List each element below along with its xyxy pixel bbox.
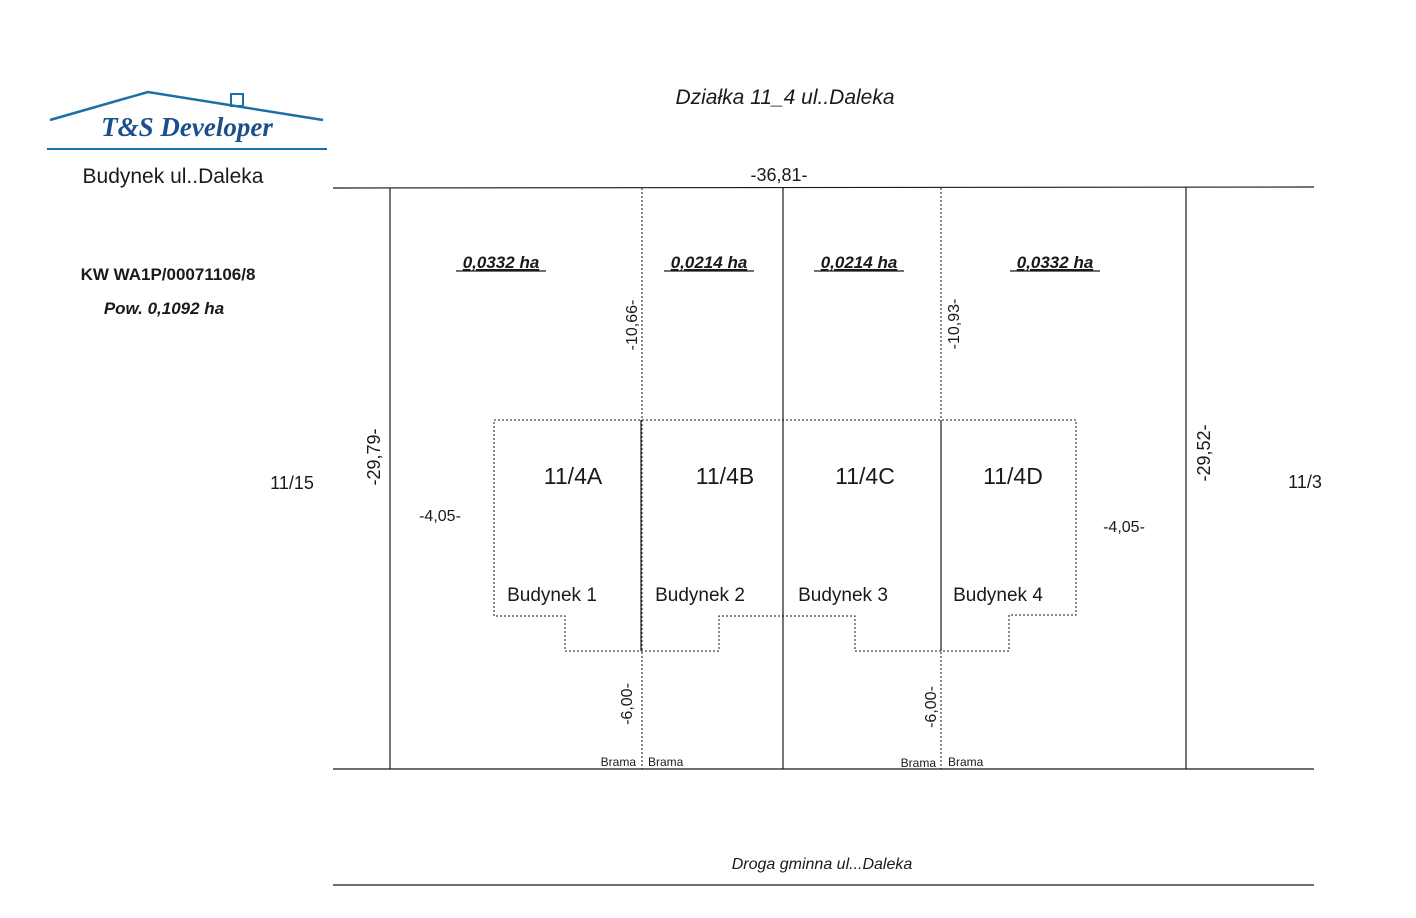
right-depth-dimension: -29,52- — [1194, 424, 1214, 481]
plot-id-b: 11/4B — [696, 463, 754, 489]
roof-line — [49, 90, 324, 122]
building-footprint — [493, 419, 1077, 652]
plot-id-a: 11/4A — [544, 463, 603, 489]
top-boundary — [332, 186, 1315, 189]
gate-label-4: Brama — [948, 755, 984, 769]
left-setback-dimension: -4,05- — [419, 508, 461, 525]
building-label-2: Budynek 2 — [655, 585, 745, 606]
divider-2-depth-dimension: -10,93- — [946, 299, 963, 350]
road-label: Droga gminna ul...Daleka — [732, 856, 913, 873]
gate-labels: Brama Brama Brama Brama — [601, 755, 984, 770]
logo-brand-text: T&S Developer — [101, 112, 273, 142]
chimney-icon — [230, 93, 244, 107]
plot-area-c: 0,0214 ha — [821, 253, 898, 272]
right-setback-dimension: -4,05- — [1103, 519, 1145, 536]
plot-id-labels: 11/4A 11/4B 11/4C 11/4D — [544, 463, 1043, 489]
top-width-dimension: -36,81- — [750, 165, 807, 185]
page-title: Działka 11_4 ul..Daleka — [675, 86, 894, 109]
plot-dividers — [641, 188, 942, 769]
logo-subtitle: Budynek ul..Daleka — [83, 165, 264, 188]
gate-label-3: Brama — [901, 756, 937, 770]
gate-1-width-dimension: -6,00- — [619, 683, 636, 725]
gate-2-width-dimension: -6,00- — [923, 686, 940, 728]
land-register-number: KW WA1P/00071106/8 — [81, 265, 256, 284]
building-labels: Budynek 1 Budynek 2 Budynek 3 Budynek 4 — [507, 585, 1043, 606]
building-outline — [493, 419, 1077, 652]
parcel-boundaries — [332, 186, 1315, 886]
plot-id-c: 11/4C — [835, 463, 895, 489]
left-depth-dimension: -29,79- — [364, 428, 384, 485]
plot-area-a: 0,0332 ha — [463, 253, 540, 272]
neighbor-parcel-left: 11/15 — [270, 473, 314, 493]
divider-1-depth-dimension: -10,66- — [624, 300, 641, 351]
plot-area-labels: 0,0332 ha 0,0214 ha 0,0214 ha 0,0332 ha — [463, 253, 1094, 272]
plot-area-d: 0,0332 ha — [1017, 253, 1094, 272]
building-label-1: Budynek 1 — [507, 585, 597, 606]
gate-label-2: Brama — [648, 755, 684, 769]
neighbor-parcel-right: 11/3 — [1288, 472, 1322, 492]
total-area: Pow. 0,1092 ha — [104, 299, 224, 318]
building-label-3: Budynek 3 — [798, 585, 888, 606]
plot-area-b: 0,0214 ha — [671, 253, 748, 272]
building-label-4: Budynek 4 — [953, 585, 1043, 606]
gate-label-1: Brama — [601, 755, 637, 769]
company-logo: T&S Developer — [47, 90, 327, 150]
plot-id-d: 11/4D — [983, 463, 1043, 489]
